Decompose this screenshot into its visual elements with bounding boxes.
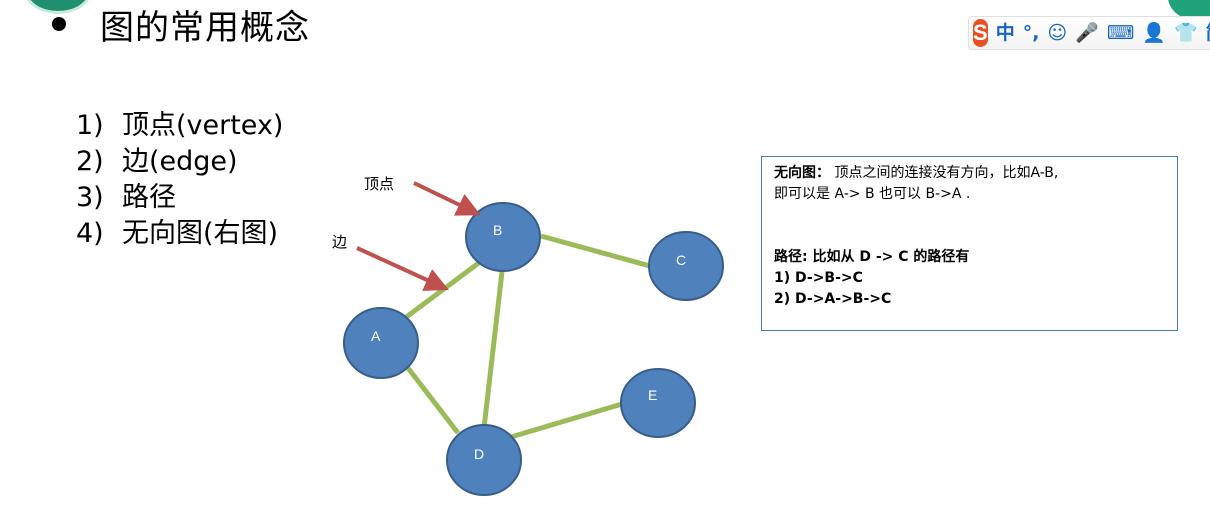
vertex-arrow [413,181,481,216]
list-item: 2) 边(edge) [76,144,283,180]
node-e [620,368,696,438]
edge-a-d [406,366,460,435]
skin-icon[interactable]: 👕 [1174,21,1198,44]
microphone-icon[interactable]: 🎤 [1075,21,1099,44]
edge-arrow [356,246,449,291]
path-heading: 路径: 比如从 D -> C 的路径有 [774,249,970,265]
ime-toolbar[interactable]: S 中 °, ☺ 🎤 ⌨ 👤 👕 简 [968,16,1210,50]
edge-a-b [403,259,482,321]
undirected-label: 无向图： [774,165,830,181]
node-a-label: A [371,328,381,344]
edge-annotation: 边 [332,233,347,251]
bullet-icon [52,17,66,31]
chinese-mode-icon[interactable]: 中 [995,21,1015,44]
list-item-text: 顶点(vertex) [122,110,284,141]
path-example-2: 2) D->A->B->C [774,291,892,307]
slide-corner-decoration-right [1168,0,1210,20]
keyboard-icon[interactable]: ⌨ [1106,21,1135,44]
list-item-number: 3) [76,182,104,213]
node-b-label: B [493,222,502,238]
info-textbox: 无向图： 顶点之间的连接没有方向，比如A-B, 即可以是 A-> B 也可以 B… [761,156,1178,331]
list-item: 1) 顶点(vertex) [76,108,283,144]
undirected-text: 顶点之间的连接没有方向，比如A-B, [830,165,1059,181]
node-c [648,231,724,301]
concept-list: 1) 顶点(vertex) 2) 边(edge) 3) 路径 4) 无向图(右图… [76,108,283,252]
page-title: 图的常用概念 [100,7,310,48]
list-item: 4) 无向图(右图) [76,216,283,252]
node-d-label: D [474,446,484,462]
node-d [446,424,522,496]
sogou-logo-icon[interactable]: S [973,19,988,47]
emoji-icon[interactable]: ☺ [1047,21,1068,44]
list-item-text: 无向图(右图) [122,218,279,249]
list-item-number: 1) [76,110,104,141]
undirected-text-line2: 即可以是 A-> B 也可以 B->A . [774,186,971,202]
title-row: 图的常用概念 [52,2,310,48]
spacer [774,205,1165,247]
node-b [465,202,541,272]
edge-b-c [540,233,651,269]
list-item-number: 2) [76,146,104,177]
node-e-label: E [648,387,657,403]
punctuation-icon[interactable]: °, [1022,21,1040,44]
vertex-annotation: 顶点 [364,175,394,193]
edge-d-e [510,401,623,440]
list-item: 3) 路径 [76,180,283,216]
undirected-definition: 无向图： 顶点之间的连接没有方向，比如A-B, [774,163,1165,184]
list-item-number: 4) [76,218,104,249]
user-icon[interactable]: 👤 [1142,21,1167,44]
list-item-text: 路径 [122,182,176,213]
node-c-label: C [676,252,686,268]
node-a [343,307,419,379]
simplified-icon[interactable]: 简 [1206,23,1210,43]
list-item-text: 边(edge) [122,146,238,177]
edge-b-d [481,271,505,429]
path-example-1: 1) D->B->C [774,270,863,286]
